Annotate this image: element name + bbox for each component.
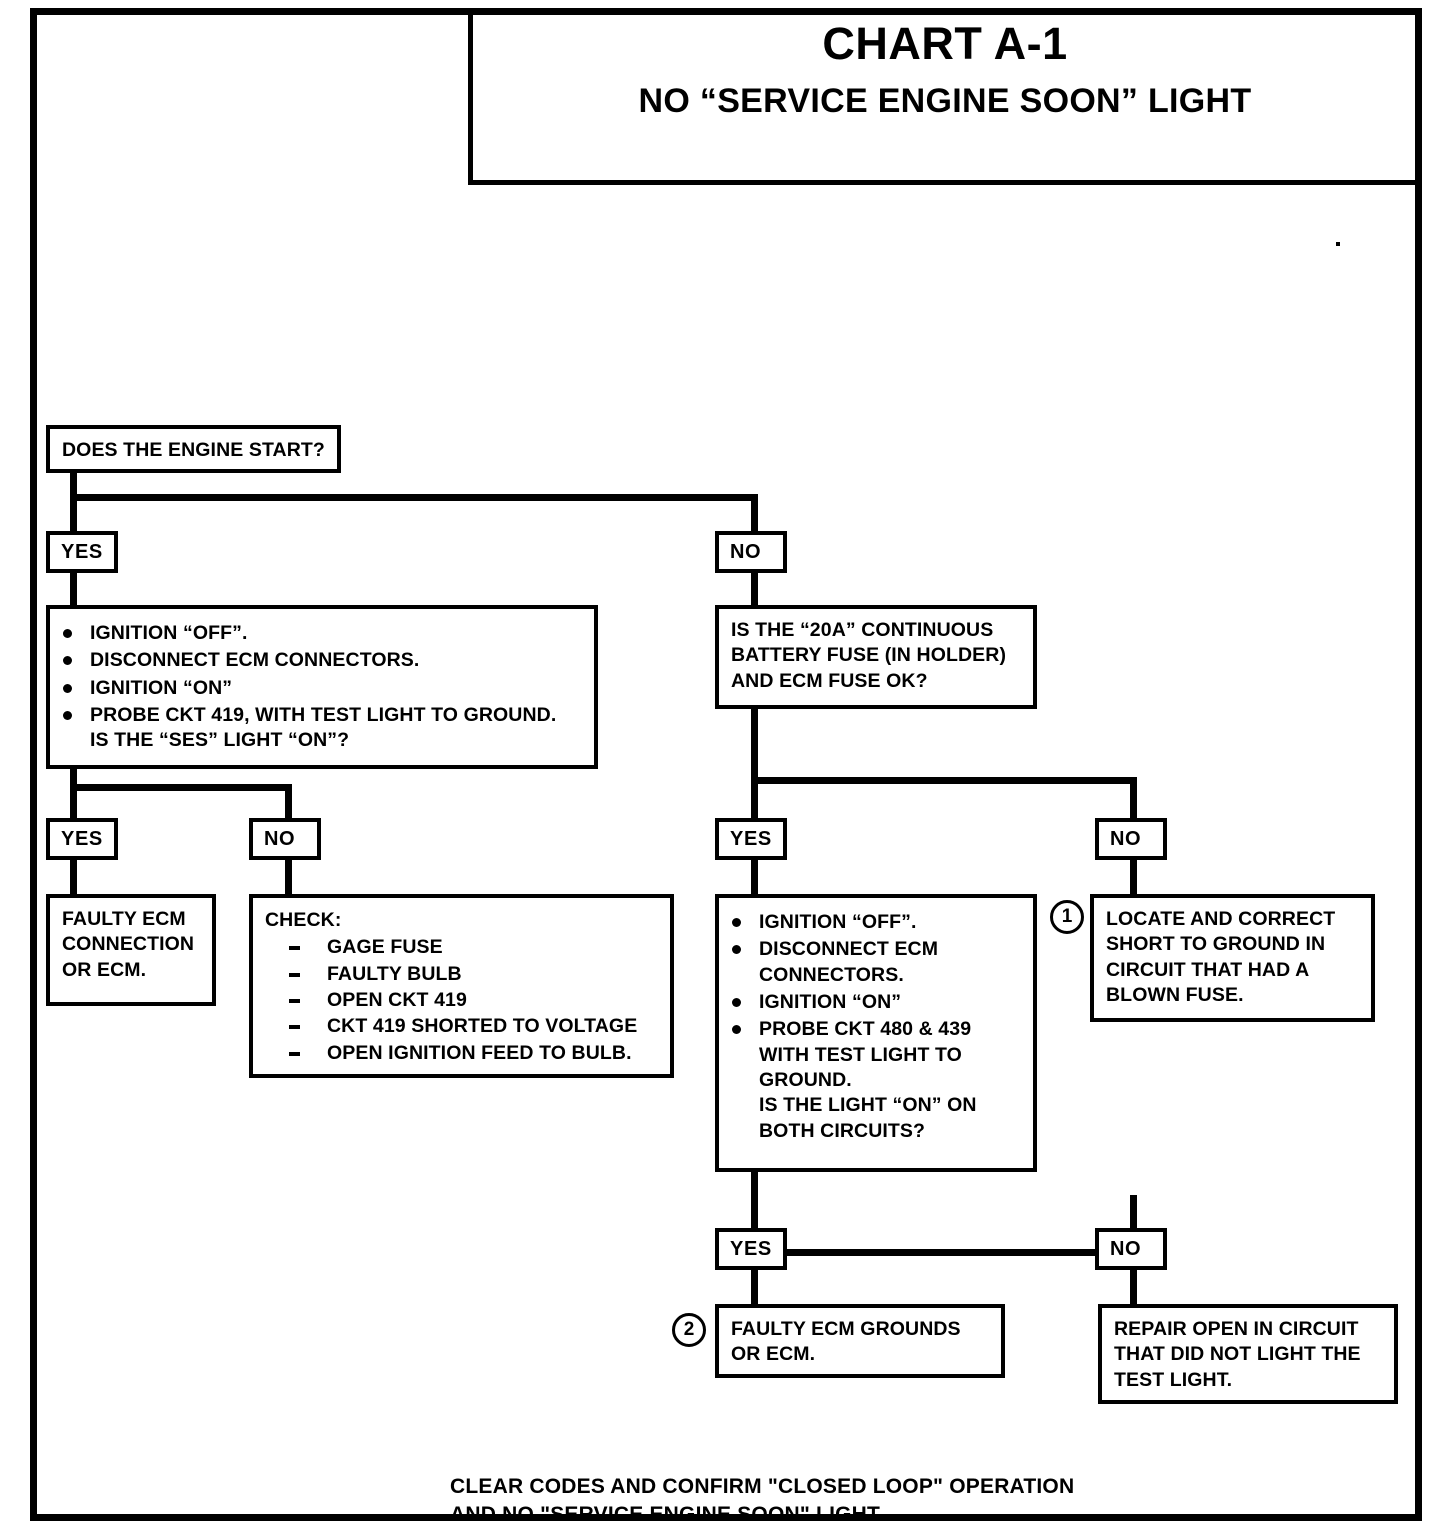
header-box-bottom-rule [468, 180, 1422, 185]
chart-number: CHART A-1 [822, 18, 1068, 69]
connector-fuse-bar-no [1130, 777, 1137, 821]
connector-no-to-repair-open [1130, 1268, 1137, 1306]
list-item: OPEN CKT 419 [265, 988, 660, 1013]
connector-fuse-q-stem [751, 707, 758, 784]
list-item: DISCONNECT ECM CONNECTORS. [727, 937, 1023, 988]
connector-fuse-bar-yes [751, 777, 758, 821]
decision-chip-no-both-circuits: NO [1095, 1228, 1167, 1270]
node-start-question: DOES THE ENGINE START? [46, 425, 341, 473]
check-heading: CHECK: [265, 909, 342, 931]
list-item: PROBE CKT 419, WITH TEST LIGHT TO GROUND… [58, 703, 584, 754]
check-item-list: GAGE FUSE FAULTY BULB OPEN CKT 419 CKT 4… [253, 935, 670, 1066]
dash-marker-icon [289, 1051, 300, 1056]
dash-marker-icon [289, 1025, 300, 1030]
list-item: FAULTY BULB [265, 962, 660, 987]
list-item: CKT 419 SHORTED TO VOLTAGE [265, 1014, 660, 1039]
list-item: PROBE CKT 480 & 439 WITH TEST LIGHT TO G… [727, 1017, 1023, 1144]
list-item: IGNITION “OFF”. [727, 910, 1023, 935]
connector-yes-to-left-test [70, 571, 77, 607]
bullet-dot-icon [63, 629, 72, 638]
connector-left-bar-to-yes [70, 784, 77, 821]
node-repair-open-circuit: REPAIR OPEN IN CIRCUIT THAT DID NOT LIGH… [1098, 1304, 1398, 1404]
list-item: OPEN IGNITION FEED TO BULB. [265, 1041, 660, 1066]
connector-left-test-bar [70, 784, 292, 791]
header-box-left-rule [468, 8, 473, 185]
node-faulty-ecm-connection: FAULTY ECM CONNECTION OR ECM. [46, 894, 216, 1006]
decision-chip-yes-fuse-ok: YES [715, 818, 787, 860]
list-item: IGNITION “OFF”. [58, 621, 584, 646]
page-border-bottom [30, 1514, 1422, 1521]
connector-fuse-q-bar [751, 777, 1137, 784]
connector-start-stem [70, 471, 77, 501]
connector-yes-to-right-test [751, 858, 758, 896]
node-faulty-ecm-grounds: FAULTY ECM GROUNDS OR ECM. [715, 1304, 1005, 1378]
node-check-list: CHECK: GAGE FUSE FAULTY BULB OPEN CKT 41… [249, 894, 674, 1078]
list-item: IGNITION “ON” [727, 990, 1023, 1015]
scan-speck [1336, 242, 1340, 246]
connector-left-bar-to-no [285, 784, 292, 821]
connector-no-to-check [285, 858, 292, 896]
page-border-right [1415, 8, 1422, 1521]
bullet-dot-icon [63, 683, 72, 693]
connector-no-to-locate [1130, 858, 1137, 896]
decision-chip-no-engine-start: NO [715, 531, 787, 573]
bullet-dot-icon [732, 1025, 741, 1035]
bullet-dot-icon [732, 945, 741, 955]
connector-left-test-stem [70, 767, 77, 791]
dash-marker-icon [289, 999, 300, 1004]
connector-right-test-bar [751, 1249, 1137, 1256]
bullet-dot-icon [63, 656, 72, 666]
node-fuse-question: IS THE “20A” CONTINUOUS BATTERY FUSE (IN… [715, 605, 1037, 709]
connector-right-test-stem [751, 1170, 758, 1202]
reference-marker-2: 2 [672, 1313, 706, 1347]
node-locate-correct-short: LOCATE AND CORRECT SHORT TO GROUND IN CI… [1090, 894, 1375, 1022]
left-test-bullet-list: IGNITION “OFF”. DISCONNECT ECM CONNECTOR… [50, 609, 594, 762]
page-border-left [30, 8, 37, 1521]
node-left-test-procedure: IGNITION “OFF”. DISCONNECT ECM CONNECTOR… [46, 605, 598, 769]
bullet-dot-icon [63, 711, 72, 721]
connector-start-to-no [751, 494, 758, 534]
header-title-block: CHART A-1 NO “SERVICE ENGINE SOON” LIGHT [475, 18, 1415, 120]
decision-chip-yes-ses-light: YES [46, 818, 118, 860]
connector-start-bar [70, 494, 758, 501]
list-item: IGNITION “ON” [58, 676, 584, 701]
connector-right-bar-yes [751, 1195, 758, 1255]
connector-start-to-yes [70, 494, 77, 534]
decision-chip-no-fuse-ok: NO [1095, 818, 1167, 860]
connector-yes-to-faulty-ecm [70, 858, 77, 896]
connector-yes-to-ecm-grounds [751, 1268, 758, 1306]
connector-right-bar-no [1130, 1195, 1137, 1255]
decision-chip-no-ses-light: NO [249, 818, 321, 860]
chart-title: NO “SERVICE ENGINE SOON” LIGHT [638, 81, 1252, 120]
right-test-bullet-list: IGNITION “OFF”. DISCONNECT ECM CONNECTOR… [719, 898, 1033, 1152]
dash-marker-icon [289, 972, 300, 977]
dash-marker-icon [289, 946, 300, 951]
list-item: GAGE FUSE [265, 935, 660, 960]
list-item: DISCONNECT ECM CONNECTORS. [58, 648, 584, 673]
decision-chip-yes-engine-start: YES [46, 531, 118, 573]
node-right-test-procedure: IGNITION “OFF”. DISCONNECT ECM CONNECTOR… [715, 894, 1037, 1172]
page-border-top [30, 8, 1422, 15]
bullet-dot-icon [732, 918, 741, 927]
reference-marker-1: 1 [1050, 900, 1084, 934]
connector-no-to-fuse-q [751, 571, 758, 607]
footer-note: CLEAR CODES AND CONFIRM "CLOSED LOOP" OP… [450, 1475, 1075, 1526]
bullet-dot-icon [732, 998, 741, 1008]
decision-chip-yes-both-circuits: YES [715, 1228, 787, 1270]
